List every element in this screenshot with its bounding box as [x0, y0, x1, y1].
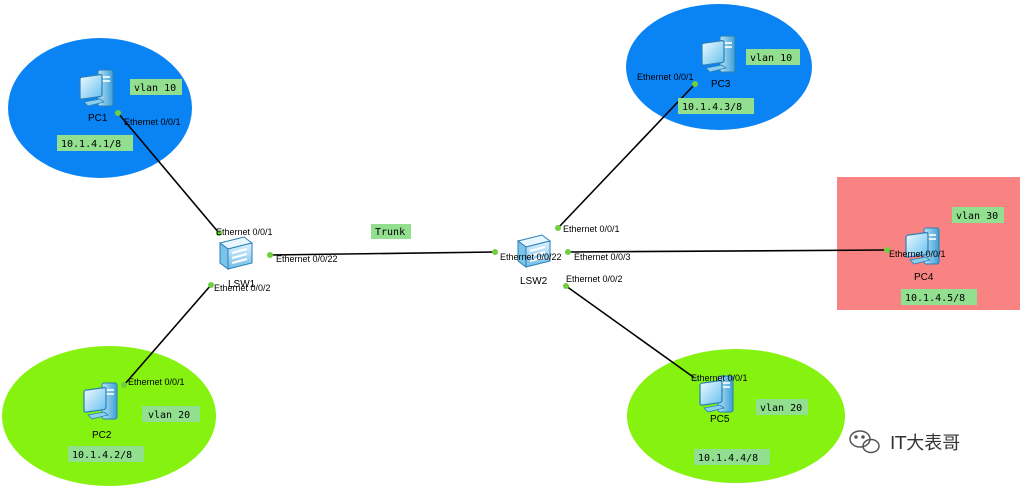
pc1-vlan-tag: vlan 10: [134, 83, 176, 94]
tag-bg: [901, 289, 977, 305]
vlan-tags: vlan 10 vlan 20 vlan 10 vlan 30 vlan 20: [130, 49, 1004, 422]
pc2-port-label: Ethernet 0/0/1: [128, 377, 185, 387]
link-trunk: [269, 251, 496, 256]
tag-bg: [130, 79, 182, 95]
switch-lsw2[interactable]: LSW2: [516, 233, 552, 287]
port-dot: [693, 376, 699, 382]
port-dot: [555, 225, 561, 231]
lsw2-e1-label: Ethernet 0/0/1: [563, 224, 620, 234]
port-dot: [208, 282, 214, 288]
pc2-name: PC2: [92, 430, 112, 441]
pc5-name: PC5: [710, 414, 730, 425]
pc5-ip-tag: 10.1.4.4/8: [698, 453, 758, 464]
tag-bg: [952, 207, 1004, 223]
pc4-name: PC4: [914, 272, 934, 283]
pc-pc3[interactable]: PC3: [701, 35, 736, 90]
wechat-icon: [849, 430, 880, 454]
pc2-vlan-tag: vlan 20: [148, 410, 190, 421]
pc5-vlan-tag: vlan 20: [760, 403, 802, 414]
link-pc3-lsw2: [557, 83, 696, 229]
lsw2-e3-label: Ethernet 0/0/3: [574, 252, 631, 262]
pc4-ip-tag: 10.1.4.5/8: [905, 293, 965, 304]
pc3-port-label: Ethernet 0/0/1: [637, 72, 694, 82]
vlan10-zone-left: [8, 38, 192, 178]
tag-bg: [678, 98, 754, 114]
pc3-vlan-tag: vlan 10: [750, 53, 792, 64]
tag-bg: [756, 399, 808, 415]
link-pc1-lsw1: [117, 112, 220, 234]
lsw1-name: LSW1: [228, 279, 256, 290]
pc3-name: PC3: [711, 79, 731, 90]
link-pc5-lsw2: [565, 285, 697, 380]
watermark: IT大表哥: [849, 430, 960, 454]
port-dot: [692, 81, 698, 87]
port-labels: Ethernet 0/0/1 Ethernet 0/0/1 Ethernet 0…: [124, 72, 946, 387]
tag-bg: [694, 449, 770, 465]
lsw2-e2-label: Ethernet 0/0/2: [566, 274, 623, 284]
link-pc4-lsw2: [567, 249, 888, 253]
trunk-label-bg: [371, 224, 411, 239]
pc4-port-label: Ethernet 0/0/1: [889, 249, 946, 259]
port-dot: [267, 252, 273, 258]
pc5-port-label: Ethernet 0/0/1: [691, 373, 748, 383]
pc3-ip-tag: 10.1.4.3/8: [682, 102, 742, 113]
pc1-ip-tag: 10.1.4.1/8: [61, 139, 121, 150]
lsw1-e22-label: Ethernet 0/0/22: [276, 254, 338, 264]
pc-pc5[interactable]: PC5: [699, 375, 734, 425]
switch-lsw1[interactable]: LSW1: [218, 235, 256, 290]
pc1-port-label: Ethernet 0/0/1: [124, 117, 181, 127]
pc4-vlan-tag: vlan 30: [956, 211, 998, 222]
trunk-label: Trunk: [375, 227, 405, 238]
port-dot: [884, 247, 890, 253]
pc-pc1[interactable]: PC1: [79, 69, 114, 124]
link-pc2-lsw1: [123, 284, 212, 386]
pc-pc2[interactable]: PC2: [83, 382, 118, 441]
tag-bg: [142, 406, 200, 422]
lsw2-name: LSW2: [520, 276, 548, 287]
tag-bg: [68, 446, 144, 462]
watermark-text: IT大表哥: [890, 433, 960, 454]
port-dot: [563, 283, 569, 289]
pc-pc4[interactable]: PC4: [905, 227, 940, 283]
port-dot: [216, 230, 222, 236]
ip-tags: 10.1.4.1/8 10.1.4.2/8 10.1.4.3/8 10.1.4.…: [57, 98, 977, 465]
port-dot: [565, 249, 571, 255]
lsw2-e22-label: Ethernet 0/0/22: [500, 252, 562, 262]
pc1-name: PC1: [88, 113, 108, 124]
port-dots: [115, 81, 890, 388]
lsw1-e1-label: Ethernet 0/0/1: [216, 227, 273, 237]
lsw1-e2-label: Ethernet 0/0/2: [214, 283, 271, 293]
port-dot: [492, 249, 498, 255]
port-dot: [121, 382, 127, 388]
tag-bg: [746, 49, 800, 65]
links: [117, 83, 888, 386]
switch-icon: [218, 235, 254, 271]
tag-bg: [57, 135, 133, 151]
switch-icon: [516, 233, 552, 269]
vlan20-zone-right: [627, 349, 845, 483]
pc2-ip-tag: 10.1.4.2/8: [72, 450, 132, 461]
port-dot: [115, 110, 121, 116]
